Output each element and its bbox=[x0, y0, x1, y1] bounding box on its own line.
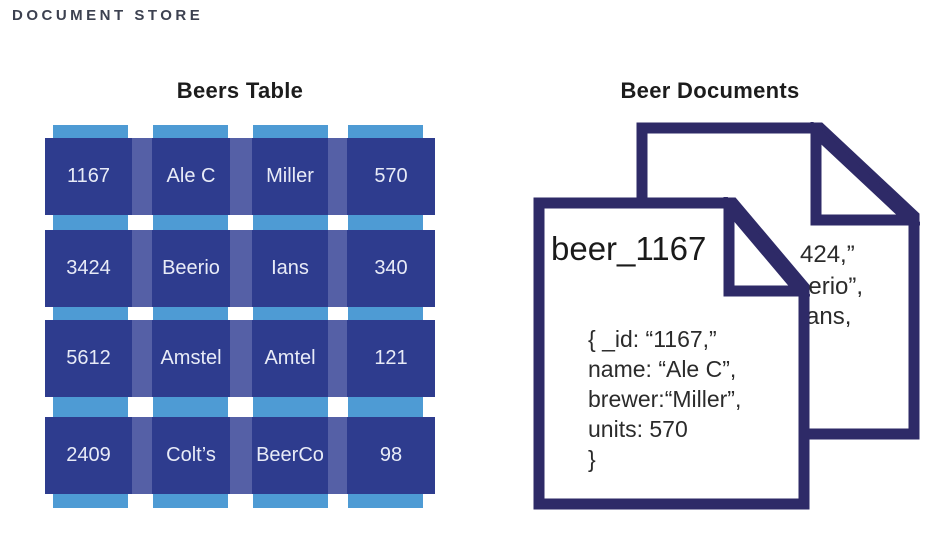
front-document-content: beer_1167 { _id: “1167,” name: “Ale C”, br… bbox=[533, 197, 810, 510]
document-fold-icon bbox=[723, 197, 810, 297]
table-cell: Amtel bbox=[252, 320, 328, 397]
table-cell: Beerio bbox=[152, 230, 230, 307]
document-title: beer_1167 bbox=[551, 230, 707, 267]
document-fragment-line: ans, bbox=[806, 303, 852, 330]
back-document-fragments: 424,”eerio”,ans, bbox=[636, 122, 920, 440]
table-cell: Ians bbox=[252, 230, 328, 307]
document-body-line: { _id: “1167,” bbox=[588, 326, 717, 352]
table-cell: 340 bbox=[347, 230, 435, 307]
front-document-icon bbox=[533, 197, 810, 510]
document-fold-icon bbox=[810, 122, 920, 226]
page-title: DOCUMENT STORE bbox=[12, 7, 204, 24]
table-cell: 3424 bbox=[45, 230, 132, 307]
table-cell: Colt’s bbox=[152, 417, 230, 494]
beers-table-heading: Beers Table bbox=[176, 78, 304, 103]
front-document-body: { _id: “1167,” name: “Ale C”, brewer:“Mill… bbox=[588, 324, 741, 474]
table-cell: BeerCo bbox=[252, 417, 328, 494]
table-cell: 121 bbox=[347, 320, 435, 397]
table-cell: 5612 bbox=[45, 320, 132, 397]
document-body-line: units: 570 bbox=[588, 416, 688, 442]
document-body-line: name: “Ale C”, bbox=[588, 356, 737, 382]
table-cell: Amstel bbox=[152, 320, 230, 397]
table-cell: 2409 bbox=[45, 417, 132, 494]
document-body-line: } bbox=[588, 446, 596, 472]
table-cell: 1167 bbox=[45, 138, 132, 215]
table-cell: Ale C bbox=[152, 138, 230, 215]
document-fragment-line: 424,” bbox=[800, 241, 855, 268]
table-cell: Miller bbox=[252, 138, 328, 215]
table-cell: 570 bbox=[347, 138, 435, 215]
beer-documents-heading: Beer Documents bbox=[620, 78, 800, 103]
table-cell: 98 bbox=[347, 417, 435, 494]
document-body-line: brewer:“Miller”, bbox=[588, 386, 742, 412]
